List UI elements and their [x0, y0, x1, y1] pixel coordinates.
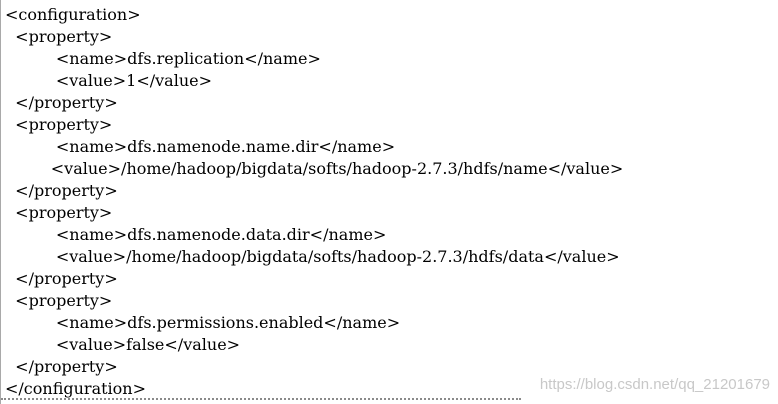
code-line-8: <value>/home/hadoop/bigdata/softs/hadoop… [5, 159, 624, 178]
code-line-4: <value>1</value> [5, 71, 212, 90]
code-line-1: <configuration> [5, 5, 141, 24]
code-line-15: <name>dfs.permissions.enabled</name> [5, 313, 401, 332]
code-line-17: </property> [5, 357, 118, 376]
code-line-18: </configuration> [5, 379, 146, 398]
code-line-9: </property> [5, 181, 118, 200]
cut-off-line [1, 398, 521, 404]
code-line-3: <name>dfs.replication</name> [5, 49, 321, 68]
code-line-7: <name>dfs.namenode.name.dir</name> [5, 137, 396, 156]
code-line-2: <property> [5, 27, 113, 46]
code-line-13: </property> [5, 269, 118, 288]
code-line-5: </property> [5, 93, 118, 112]
code-line-10: <property> [5, 203, 113, 222]
code-line-12: <value>/home/hadoop/bigdata/softs/hadoop… [5, 247, 620, 266]
code-line-16: <value>false</value> [5, 335, 241, 354]
watermark: https://blog.csdn.net/qq_21201679 [539, 376, 770, 393]
code-line-11: <name>dfs.namenode.data.dir</name> [5, 225, 387, 244]
code-line-14: <property> [5, 291, 113, 310]
code-line-6: <property> [5, 115, 113, 134]
